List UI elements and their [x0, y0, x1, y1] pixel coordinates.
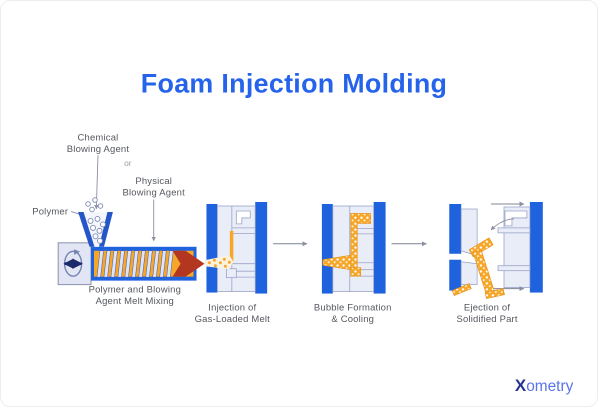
logo-x-mark: X: [515, 376, 527, 395]
extruder-barrel: [91, 246, 205, 281]
page-title: Foam Injection Molding: [141, 69, 447, 99]
label-melt-mixing-line1: Polymer and Blowing: [89, 285, 181, 296]
label-bubble-formation-line2: & Cooling: [331, 314, 374, 325]
label-polymer: Polymer: [32, 206, 68, 217]
label-chemical-blowing-agent-line2: Blowing Agent: [67, 144, 130, 155]
melt-spray: [204, 255, 234, 270]
label-or: or: [124, 158, 132, 168]
extruder-diagram: [57, 197, 205, 286]
mold-cavity-outline: [504, 210, 528, 227]
label-ejection-line1: Ejection of: [464, 302, 510, 313]
sprue-channel: [229, 230, 234, 262]
mold-cooling-diagram: [321, 202, 386, 294]
stage-labels: Polymer and Blowing Agent Melt Mixing In…: [89, 285, 518, 325]
foamed-part-in-cavity: [322, 213, 372, 277]
hopper: [78, 197, 113, 247]
pellets: [85, 197, 106, 244]
ejector-pin: [497, 265, 531, 272]
curved-arrow-icon: [490, 218, 514, 231]
nozzle-icon: [172, 250, 205, 277]
label-ejection-line2: Solidified Part: [456, 314, 517, 325]
ejector-pin: [497, 227, 531, 234]
motor-unit: [57, 242, 92, 286]
xometry-logo: Xometry: [515, 376, 574, 395]
label-physical-blowing-agent-line1: Physical: [135, 176, 172, 187]
mold-injection-diagram: [204, 202, 268, 294]
logo-wordmark: ometry: [526, 378, 573, 395]
label-physical-blowing-agent-line2: Blowing Agent: [123, 188, 186, 199]
rotation-arrowhead-icon: [74, 249, 81, 255]
mold-cavity-outline: [235, 210, 251, 225]
input-labels: Chemical Blowing Agent or Physical Blowi…: [32, 132, 186, 242]
label-injection-line1: Injection of: [208, 302, 256, 313]
label-bubble-formation-line1: Bubble Formation: [314, 302, 392, 313]
label-chemical-blowing-agent-line1: Chemical: [78, 132, 119, 143]
label-melt-mixing-line2: Agent Melt Mixing: [96, 296, 174, 307]
label-injection-line2: Gas-Loaded Melt: [195, 314, 271, 325]
mold-ejection-diagram: [449, 201, 543, 299]
ejected-part: [451, 237, 505, 299]
